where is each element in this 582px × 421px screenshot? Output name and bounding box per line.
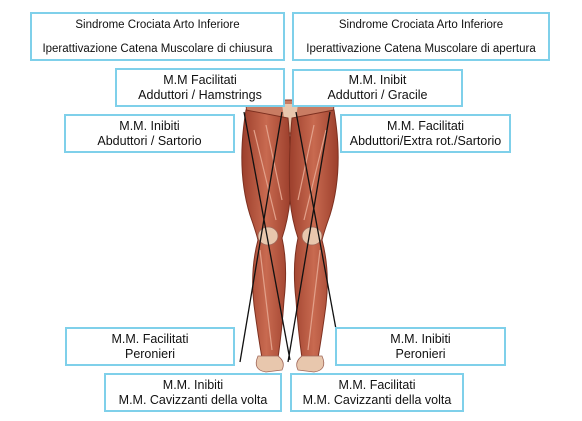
- facilitated-adductors-box: M.M Facilitati Adduttori / Hamstrings: [115, 68, 285, 107]
- cross-line-left-b: [239, 111, 283, 363]
- header-left: Sindrome Crociata Arto Inferiore Iperatt…: [30, 12, 285, 61]
- facilitated-arch-line2: M.M. Cavizzanti della volta: [302, 392, 452, 407]
- inhibited-peroneals-line1: M.M. Inibiti: [390, 331, 451, 346]
- inhibited-arch-box: M.M. Inibiti M.M. Cavizzanti della volta: [104, 373, 282, 412]
- header-right-title: Sindrome Crociata Arto Inferiore: [338, 18, 504, 31]
- inhibited-peroneals-box: M.M. Inibiti Peronieri: [335, 327, 506, 366]
- inhibited-adductors-box: M.M. Inibit Adduttori / Gracile: [292, 69, 463, 107]
- inhibited-adductors-line2: Adduttori / Gracile: [327, 88, 428, 102]
- header-right: Sindrome Crociata Arto Inferiore Iperatt…: [292, 12, 550, 61]
- inhibited-abductors-line1: M.M. Inibiti: [119, 118, 180, 133]
- facilitated-adductors-line2: Adduttori / Hamstrings: [138, 87, 262, 102]
- header-left-subtitle: Iperattivazione Catena Muscolare di chiu…: [42, 42, 273, 55]
- cross-line-left-a: [243, 111, 291, 361]
- cross-line-right-a: [295, 111, 339, 341]
- header-left-title: Sindrome Crociata Arto Inferiore: [75, 18, 240, 31]
- facilitated-peroneals-box: M.M. Facilitati Peronieri: [65, 327, 235, 366]
- cross-line-right-b: [287, 111, 331, 363]
- inhibited-abductors-line2: Abduttori / Sartorio: [97, 133, 202, 148]
- facilitated-abductors-line2: Abduttori/Extra rot./Sartorio: [349, 133, 502, 148]
- left-leg: [241, 109, 292, 373]
- cross-lines: [239, 111, 339, 363]
- facilitated-abductors-line1: M.M. Facilitati: [386, 118, 465, 133]
- right-leg: [288, 109, 339, 373]
- inhibited-arch-line2: M.M. Cavizzanti della volta: [118, 392, 268, 407]
- facilitated-arch-box: M.M. Facilitati M.M. Cavizzanti della vo…: [290, 373, 464, 412]
- facilitated-peroneals-line1: M.M. Facilitati: [111, 331, 189, 346]
- facilitated-adductors-line1: M.M Facilitati: [163, 72, 237, 87]
- inhibited-arch-line1: M.M. Inibiti: [162, 377, 224, 392]
- facilitated-peroneals-line2: Peronieri: [124, 346, 176, 361]
- inhibited-adductors-line1: M.M. Inibit: [348, 73, 407, 87]
- header-right-subtitle: Iperattivazione Catena Muscolare di aper…: [306, 42, 536, 55]
- inhibited-peroneals-line2: Peronieri: [395, 346, 446, 361]
- inhibited-abductors-box: M.M. Inibiti Abduttori / Sartorio: [64, 114, 235, 153]
- facilitated-abductors-box: M.M. Facilitati Abduttori/Extra rot./Sar…: [340, 114, 511, 153]
- facilitated-arch-line1: M.M. Facilitati: [338, 377, 416, 392]
